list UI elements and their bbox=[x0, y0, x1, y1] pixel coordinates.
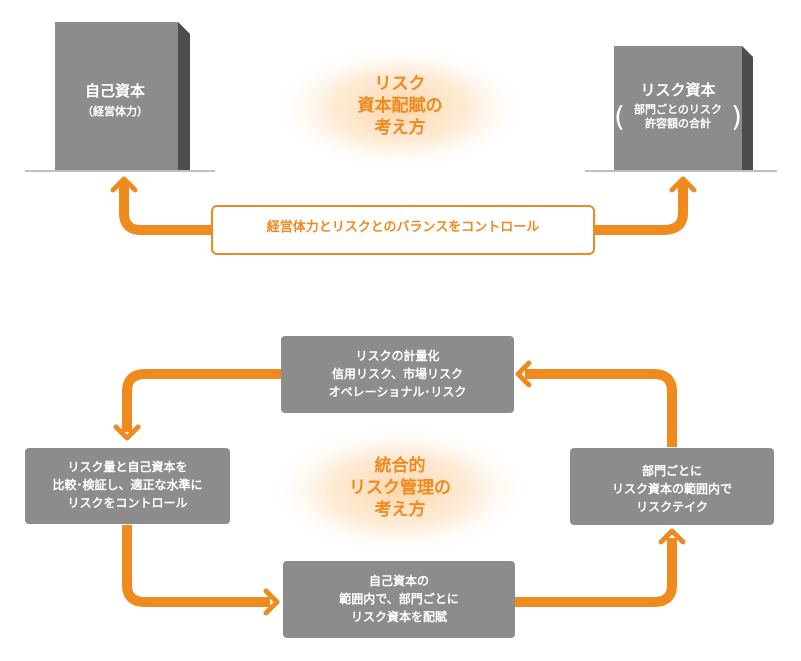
risk-capital-subtitle: ( 部門ごとのリスク 許容額の合計 ) bbox=[614, 99, 742, 133]
box-allocate bbox=[283, 561, 515, 638]
box-compare-line-3: リスクをコントロール bbox=[67, 496, 188, 510]
box-quant bbox=[281, 336, 514, 413]
top-title-glow bbox=[272, 44, 528, 172]
top-title-line-1: リスク bbox=[374, 74, 426, 94]
bottom-title: 統合的 リスク管理の 考え方 bbox=[320, 455, 480, 521]
box-compare-label: リスク量と自己資本を 比較･検証し、適正な水準に リスクをコントロール bbox=[25, 458, 230, 512]
box-risktake-line-1: 部門ごとに bbox=[641, 464, 702, 478]
box-compare-line-2: 比較･検証し、適正な水準に bbox=[52, 478, 203, 492]
box-compare bbox=[25, 448, 230, 524]
bottom-title-line-1: 統合的 bbox=[374, 456, 426, 476]
arrow-up-left-icon bbox=[110, 176, 138, 193]
balance-label-text: 経営体力とリスクとのバランスをコントロール bbox=[266, 220, 540, 235]
box-risktake-label: 部門ごとに リスク資本の範囲内で リスクテイク bbox=[570, 462, 774, 516]
top-title-line-3: 考え方 bbox=[374, 118, 426, 139]
box-risktake-line-3: リスクテイク bbox=[636, 500, 708, 514]
arrow-left-icon bbox=[515, 360, 532, 388]
box-allocate-label: 自己資本の 範囲内で、部門ごとに リスク資本を配賦 bbox=[283, 572, 515, 626]
risk-capital-block bbox=[614, 46, 753, 170]
box-quant-line-3: オペレーショナル･リスク bbox=[328, 385, 467, 399]
risk-capital-block-label: リスク資本 ( 部門ごとのリスク 許容額の合計 ) bbox=[614, 81, 742, 132]
equity-subtitle: （経営体力） bbox=[82, 104, 148, 118]
box-allocate-line-1: 自己資本の bbox=[368, 574, 429, 588]
arrow-right-icon bbox=[263, 588, 280, 616]
cycle-connectors bbox=[122, 369, 677, 607]
paren-open: ( bbox=[614, 99, 625, 133]
paren-close: ) bbox=[731, 99, 742, 133]
equity-title: 自己資本 bbox=[84, 82, 145, 100]
box-quant-line-1: リスクの計量化 bbox=[355, 349, 440, 363]
bottom-title-line-3: 考え方 bbox=[374, 500, 426, 521]
risk-capital-sub-line-1: 部門ごとのリスク bbox=[634, 102, 722, 116]
box-quant-label: リスクの計量化 信用リスク、市場リスク オペレーショナル･リスク bbox=[281, 347, 514, 401]
arrow-down-icon bbox=[113, 424, 141, 441]
balance-label-box bbox=[211, 205, 595, 255]
box-risktake-line-2: リスク資本の範囲内で bbox=[611, 482, 732, 496]
equity-block bbox=[55, 22, 190, 170]
risk-capital-title: リスク資本 bbox=[640, 81, 716, 99]
risk-capital-sub-line-2: 許容額の合計 bbox=[645, 117, 711, 131]
bottom-title-line-2: リスク管理の bbox=[349, 478, 451, 499]
top-title-line-2: 資本配賦の bbox=[357, 96, 443, 117]
bottom-title-glow bbox=[268, 424, 532, 556]
top-title: リスク 資本配賦の 考え方 bbox=[320, 73, 480, 139]
arrow-up-icon bbox=[658, 528, 686, 545]
balance-label: 経営体力とリスクとのバランスをコントロール bbox=[212, 220, 594, 237]
arrow-up-right-icon bbox=[669, 176, 697, 193]
box-compare-line-1: リスク量と自己資本を bbox=[67, 460, 188, 474]
box-allocate-line-2: 範囲内で、部門ごとに bbox=[339, 592, 459, 606]
balance-connector bbox=[119, 196, 688, 235]
equity-block-label: 自己資本 （経営体力） bbox=[55, 82, 175, 119]
box-risktake bbox=[570, 448, 774, 525]
box-allocate-line-3: リスク資本を配賦 bbox=[350, 610, 447, 624]
box-quant-line-2: 信用リスク、市場リスク bbox=[332, 367, 463, 381]
